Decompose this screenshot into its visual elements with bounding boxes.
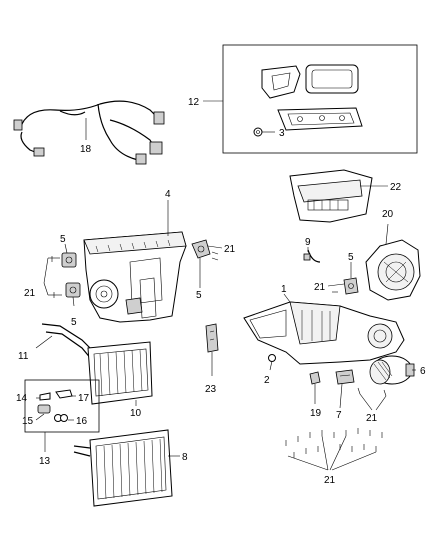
callout-20: 20 — [382, 209, 394, 220]
hvac-lower-housing-1 — [243, 293, 405, 365]
callout-5c: 5 — [196, 290, 202, 301]
callout-8: 8 — [182, 452, 188, 463]
callout-22: 22 — [390, 182, 402, 193]
callout-5a: 5 — [60, 234, 66, 245]
screws-21-motor — [357, 387, 387, 411]
sensor-23 — [205, 323, 219, 376]
grommet-2 — [268, 354, 276, 371]
callout-16: 16 — [76, 416, 88, 427]
callout-23: 23 — [205, 384, 217, 395]
sensor-wire-9 — [303, 247, 321, 263]
callout-17: 17 — [78, 393, 90, 404]
callout-9: 9 — [305, 237, 311, 248]
resistor-7 — [335, 369, 355, 409]
callout-5b: 5 — [71, 317, 77, 328]
callout-13: 13 — [39, 456, 51, 467]
callout-10: 10 — [130, 408, 142, 419]
blower-housing-20 — [365, 223, 421, 301]
callout-21e: 21 — [324, 475, 336, 486]
kit-box-13 — [24, 379, 100, 452]
callout-21d: 21 — [366, 413, 378, 424]
actuator-5-right — [191, 239, 223, 288]
callout-11: 11 — [18, 351, 29, 362]
evaporator-8 — [73, 429, 180, 507]
screws-21-group — [285, 428, 383, 471]
hvac-housing-4 — [83, 200, 187, 323]
blower-motor-6 — [369, 355, 416, 385]
callout-15: 15 — [22, 416, 34, 427]
callout-4: 4 — [165, 189, 171, 200]
actuator-5-mid — [327, 262, 359, 295]
callout-3: 3 — [279, 128, 285, 139]
drain-19 — [309, 371, 321, 404]
callout-12: 12 — [188, 97, 200, 108]
kit-box-12 — [203, 44, 418, 154]
callout-1: 1 — [281, 284, 287, 295]
callout-21b: 21 — [224, 244, 236, 255]
callout-5d: 5 — [348, 252, 354, 263]
callout-21a: 21 — [24, 288, 36, 299]
callout-14: 14 — [16, 393, 28, 404]
wire-harness-18 — [13, 100, 165, 165]
heater-pipes-11 — [35, 323, 95, 361]
callout-18: 18 — [80, 144, 92, 155]
callouts: 1 2 3 4 5 5 5 5 6 7 8 9 10 11 12 13 14 1… — [16, 97, 426, 486]
actuator-5-left — [43, 243, 81, 307]
callout-21c: 21 — [314, 282, 326, 293]
callout-7: 7 — [336, 410, 342, 421]
heater-core-10 — [87, 341, 153, 406]
duct-22 — [289, 169, 388, 223]
callout-6: 6 — [420, 366, 426, 377]
callout-2: 2 — [264, 375, 270, 386]
callout-19: 19 — [310, 408, 322, 419]
